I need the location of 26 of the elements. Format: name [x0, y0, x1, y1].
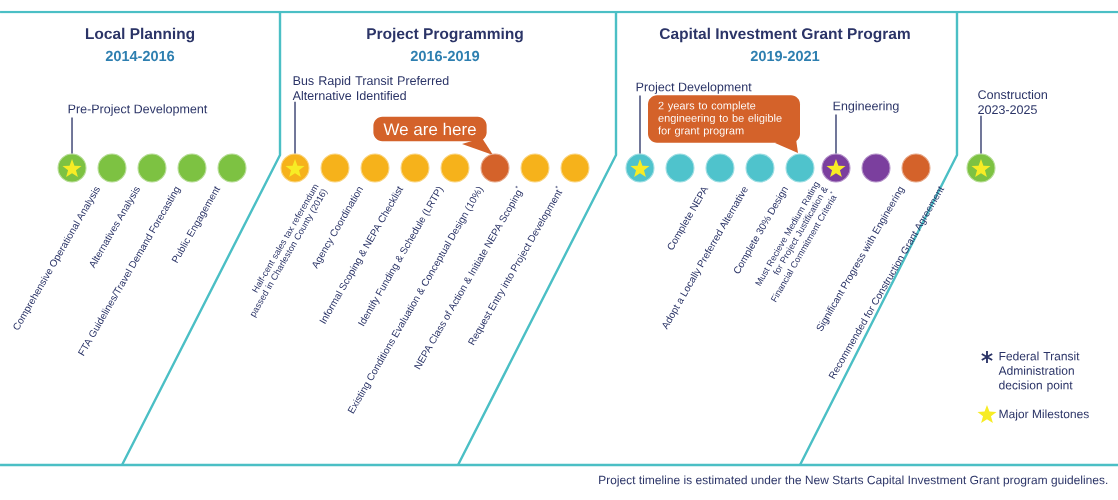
speech-bubble: We are here: [373, 116, 493, 155]
leader-line: [980, 115, 982, 155]
speech-bubble: 2 years to complete engineering to be eligible for grant program: [648, 95, 800, 153]
section-heading: Local Planning: [85, 27, 195, 43]
milestone-label: Pre-Project Development: [68, 104, 208, 116]
milestone-label: Engineering: [833, 101, 899, 113]
leader-line: [639, 94, 641, 155]
step-circle: [560, 153, 590, 183]
section-heading: Capital Investment Grant Program: [659, 27, 910, 43]
legend-label: Major Milestones: [999, 409, 1089, 421]
leader-line: [294, 101, 296, 155]
step-circle: [217, 153, 247, 183]
milestone-circle: [966, 153, 996, 183]
milestone-label: Bus Rapid Transit Preferred Alternative Identified: [292, 75, 449, 101]
footnote: Project timeline is estimated under the New Starts Capital Investment Grant program guidelines.: [599, 475, 1108, 487]
milestone-label: Project Development: [636, 82, 752, 94]
milestone-circle: [821, 153, 851, 183]
section-heading: Project Programming: [367, 27, 523, 43]
milestone-label: Construction 2023-2025: [978, 89, 1047, 115]
year-range: 2016-2019: [410, 50, 480, 62]
legend-label: Federal Transit Administration decision point: [998, 351, 1080, 392]
leader-line: [71, 116, 73, 155]
leader-line: [835, 113, 837, 155]
milestone-circle: [625, 153, 655, 183]
year-range: 2019-2021: [750, 50, 820, 62]
year-range: 2014-2016: [105, 50, 175, 62]
